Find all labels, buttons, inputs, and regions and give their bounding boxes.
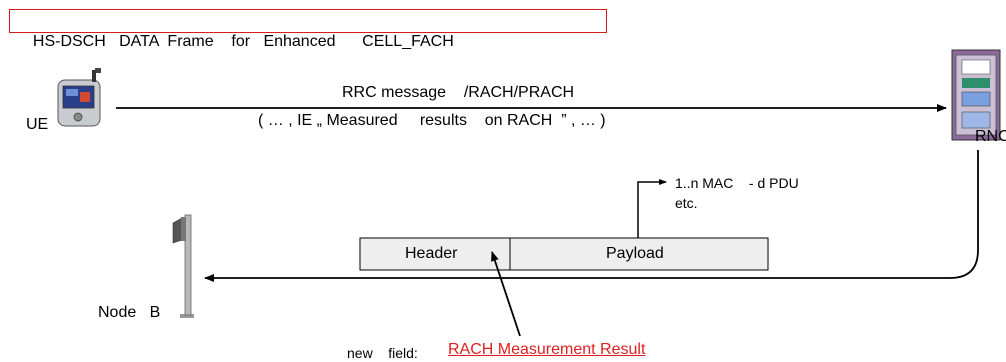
new-field-prefix: new field: [347, 345, 418, 361]
frame-title-box: HS-DSCH DATA Frame for Enhanced CELL_FAC… [9, 9, 607, 50]
pdu-label-line-1: 1..n MAC - d PDU [675, 175, 799, 191]
header-label: Header [405, 245, 458, 262]
payload-label: Payload [606, 245, 664, 262]
frame-payload-box [509, 237, 769, 271]
ue-device-icon [57, 68, 101, 127]
new-field-value: RACH Measurement Result [448, 341, 646, 358]
node-b-label: Node B [98, 304, 161, 321]
message-line-2: ( … , IE „ Measured results on RACH ” , … [258, 112, 606, 129]
pdu-label-line-2: etc. [675, 195, 698, 211]
rnc-cabinet-icon [951, 49, 1001, 141]
ue-label: UE [26, 116, 49, 133]
frame-header-box [359, 237, 511, 271]
message-line-1: RRC message /RACH/PRACH [342, 84, 575, 101]
rnc-label: RNC [975, 128, 1006, 145]
frame-title: HS-DSCH DATA Frame for Enhanced CELL_FAC… [32, 33, 454, 50]
payload-pdu-pointer [637, 179, 667, 238]
node-b-antenna-icon [172, 214, 194, 318]
rnc-to-nodeb-arrow [204, 150, 979, 282]
new-field-pointer [491, 251, 521, 337]
